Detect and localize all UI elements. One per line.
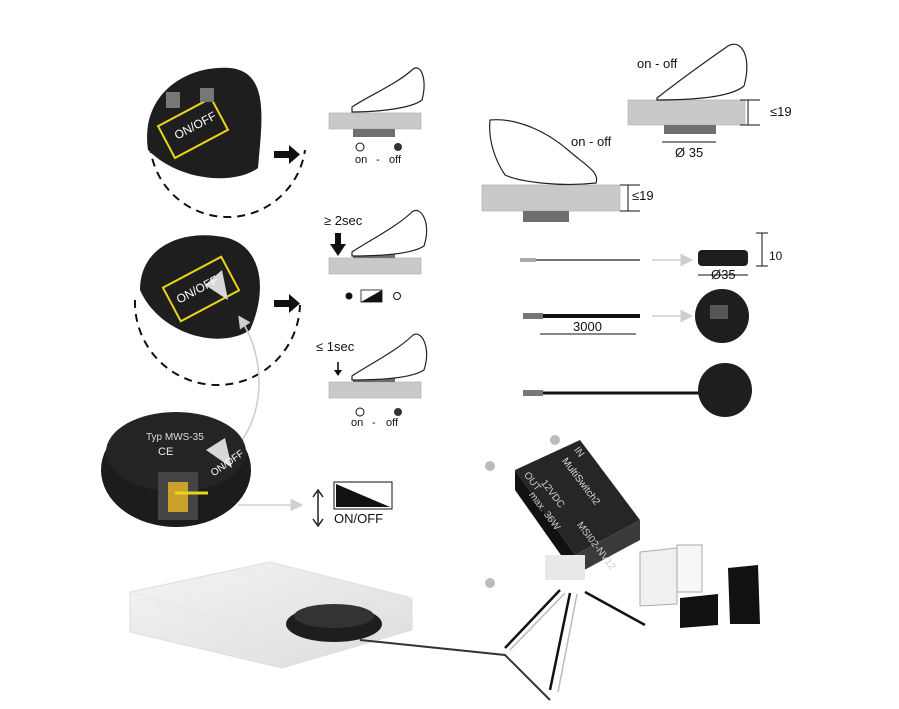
cable-view-3	[523, 363, 752, 417]
mounting-block	[129, 561, 551, 701]
short-press-label: ≤ 1sec	[316, 339, 355, 354]
dimmer-legend	[238, 481, 393, 528]
mount-b-label: on - off	[571, 134, 612, 149]
height-dimension: 10	[769, 249, 783, 263]
mount-a-thickness: ≤19	[770, 104, 792, 119]
cable-view-2	[523, 289, 749, 343]
result-on-2: on	[351, 417, 364, 429]
adhesive-pads	[639, 544, 760, 628]
result-sep-2: -	[372, 417, 376, 429]
press-panel-1	[328, 67, 425, 137]
cable-view-1	[520, 232, 768, 276]
controller-box	[485, 435, 646, 693]
switch-closeup-mid	[133, 235, 301, 387]
result-off-1: off	[389, 154, 402, 166]
diameter-dimension: Ø35	[711, 267, 736, 282]
press-panel-3	[328, 333, 428, 399]
bulb-icons-2	[355, 407, 402, 417]
mount-b-thickness: ≤19	[632, 188, 654, 203]
dim-icons	[345, 289, 401, 303]
arrow-right-mid	[274, 294, 300, 313]
result-off-2: off	[386, 417, 399, 429]
sensor-photo	[101, 412, 251, 527]
mount-a-diameter: Ø 35	[675, 145, 704, 160]
switch-closeup-top	[147, 67, 306, 219]
bulb-icons-1	[355, 142, 402, 152]
ce-mark: CE	[158, 446, 174, 458]
long-press-label: ≥ 2sec	[324, 213, 363, 228]
mount-panel-thin	[627, 43, 760, 143]
mount-a-label: on - off	[637, 56, 678, 71]
sensor-type-text: Typ MWS-35	[146, 432, 204, 443]
mount-panel-thick	[481, 119, 640, 222]
press-panel-2	[328, 209, 428, 275]
arrow-right-top	[274, 145, 300, 164]
cable-length: 3000	[573, 319, 602, 334]
dimmer-label: ON/OFF	[334, 511, 384, 526]
result-sep-1: -	[376, 154, 380, 166]
result-on-1: on	[355, 154, 368, 166]
